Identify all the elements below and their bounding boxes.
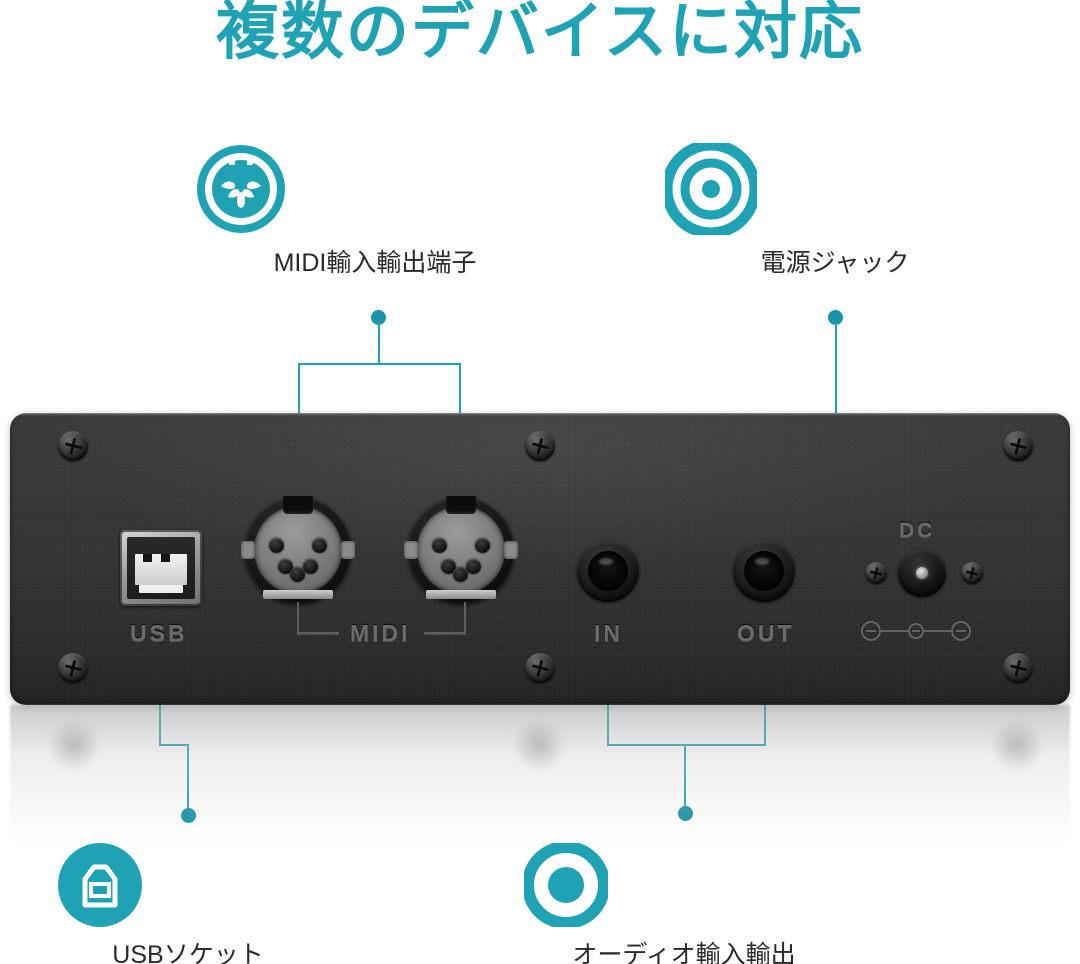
usb-socket-icon bbox=[58, 843, 318, 927]
din-notch bbox=[283, 496, 313, 514]
reflection-blob bbox=[993, 715, 1041, 775]
din-pin-hole bbox=[303, 559, 318, 574]
dc-center-pin bbox=[916, 567, 928, 579]
jack-bore bbox=[588, 551, 628, 591]
din-tab-left bbox=[241, 541, 255, 559]
panel-reflection bbox=[10, 705, 1070, 855]
callout-dot-midi bbox=[371, 310, 386, 325]
din-pin-hole bbox=[312, 538, 327, 553]
din-pin-hole bbox=[278, 559, 293, 574]
panel-label-audio-out: OUT bbox=[737, 620, 795, 646]
din-bottom-bar bbox=[426, 590, 496, 599]
audio-jack-icon bbox=[524, 843, 844, 927]
din-bottom-bar bbox=[263, 590, 333, 599]
dc-polarity-symbol bbox=[860, 620, 972, 642]
panel-screw bbox=[1003, 431, 1033, 461]
dc-side-screw-right bbox=[961, 562, 983, 584]
din-tab-right bbox=[341, 541, 355, 559]
din-pin-hole bbox=[290, 567, 305, 582]
callout-dot-audio bbox=[678, 806, 693, 821]
jack-glint bbox=[755, 558, 769, 565]
panel-label-usb: USB bbox=[130, 620, 188, 646]
page-title: 複数のデバイスに対応 bbox=[215, 0, 865, 67]
panel-screw bbox=[1003, 653, 1033, 683]
jack-glint bbox=[599, 558, 613, 565]
din-pin-hole bbox=[475, 538, 490, 553]
din-pin-hole bbox=[466, 559, 481, 574]
dc-power-jack[interactable] bbox=[898, 549, 946, 597]
midi-din-connector-icon bbox=[195, 143, 555, 235]
jack-bore bbox=[744, 551, 784, 591]
panel-label-midi: MIDI bbox=[350, 620, 411, 646]
callout-line-usb-jog bbox=[159, 744, 189, 746]
din-tab-left bbox=[404, 541, 418, 559]
callout-line-midi-bar bbox=[298, 363, 460, 365]
midi-bracket-left-v bbox=[297, 602, 299, 634]
din-pin-hole bbox=[432, 538, 447, 553]
usb-pin bbox=[161, 554, 170, 562]
callout-dot-usb bbox=[181, 808, 196, 823]
audio-in-jack[interactable] bbox=[577, 540, 639, 602]
midi-din-port-1[interactable] bbox=[241, 496, 355, 603]
usb-b-port[interactable] bbox=[120, 530, 202, 606]
din-pin-hole bbox=[441, 559, 456, 574]
callout-line-audio-stem bbox=[684, 744, 686, 812]
callout-midi-label: MIDI輸入輸出端子 bbox=[273, 249, 477, 277]
callout-power: 電源ジャック bbox=[665, 143, 1005, 279]
callout-power-label: 電源ジャック bbox=[760, 249, 910, 277]
callout-line-usb-drop bbox=[187, 744, 189, 814]
panel-label-audio-in: IN bbox=[594, 620, 623, 646]
panel-top-glint bbox=[10, 413, 1070, 416]
din-pin-hole bbox=[453, 567, 468, 582]
panel-screw bbox=[525, 431, 555, 461]
din-tab-right bbox=[504, 541, 518, 559]
callout-dot-power bbox=[828, 310, 843, 325]
dc-side-screw-left bbox=[865, 562, 887, 584]
callout-audio: オーディオ輸入輸出 bbox=[524, 843, 844, 964]
callout-usb-label: USBソケット bbox=[112, 941, 264, 964]
midi-bracket-right-v bbox=[464, 602, 466, 634]
panel-screw bbox=[58, 431, 88, 461]
callout-line-audio-bar bbox=[607, 744, 766, 746]
usb-pin bbox=[143, 554, 152, 562]
din-pin-hole bbox=[269, 538, 284, 553]
midi-bracket-left-h bbox=[297, 632, 339, 634]
usb-b-port-inner bbox=[127, 537, 195, 599]
panel-screw bbox=[58, 653, 88, 683]
callout-usb: USBソケット bbox=[58, 843, 318, 964]
reflection-blob bbox=[515, 715, 563, 775]
panel-label-dc: DC bbox=[899, 519, 936, 542]
midi-bracket-right-h bbox=[424, 632, 466, 634]
callout-audio-label: オーディオ輸入輸出 bbox=[572, 941, 796, 964]
midi-din-port-2[interactable] bbox=[404, 496, 518, 603]
callout-midi: MIDI輸入輸出端子 bbox=[195, 143, 555, 279]
din-notch bbox=[446, 496, 476, 514]
audio-out-jack[interactable] bbox=[733, 540, 795, 602]
panel-screw bbox=[525, 653, 555, 683]
callout-line-midi-stem bbox=[378, 322, 380, 364]
reflection-blob bbox=[50, 715, 98, 775]
power-jack-icon bbox=[665, 143, 1005, 235]
